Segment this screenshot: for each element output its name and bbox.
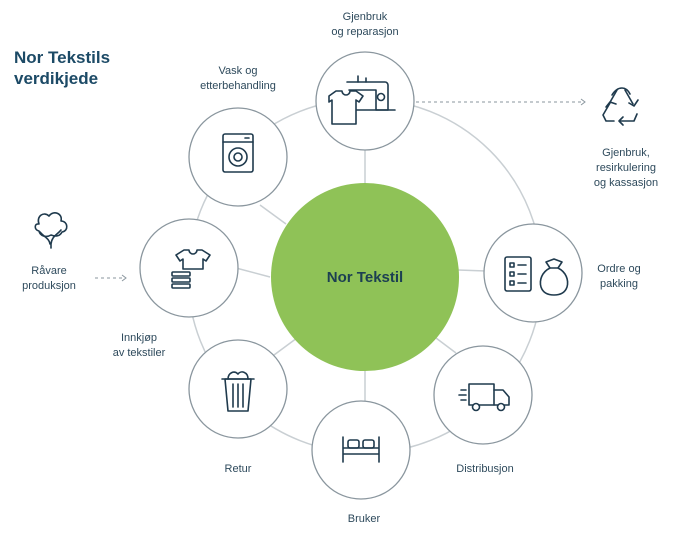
tshirt-stack-icon <box>171 249 211 289</box>
label-user: Bruker <box>347 513 381 525</box>
checklist-sack-icon <box>504 256 569 296</box>
label-distribution: Distribusjon <box>456 463 514 475</box>
label-return: Retur <box>224 463 252 475</box>
washing-machine-icon <box>222 133 254 173</box>
arrow-raw-to-purchase <box>95 274 127 282</box>
node-purchase <box>139 218 239 318</box>
node-distribution <box>433 345 533 445</box>
recycle-icon <box>602 87 639 126</box>
cotton-flower-icon <box>34 212 68 249</box>
node-wash <box>188 107 288 207</box>
laundry-basket-icon <box>221 371 255 412</box>
center-label: Nor Tekstil <box>326 269 404 286</box>
diagram-title: Nor Tekstils verdikjede <box>14 48 111 88</box>
bed-icon <box>342 436 380 463</box>
delivery-truck-icon <box>458 383 510 412</box>
sewing-machine-tshirt-icon <box>328 75 396 125</box>
node-user <box>311 400 411 500</box>
node-reuse <box>315 51 415 151</box>
center-circle <box>271 183 459 371</box>
node-order <box>483 223 583 323</box>
arrow-reuse-to-recycle <box>416 98 586 106</box>
